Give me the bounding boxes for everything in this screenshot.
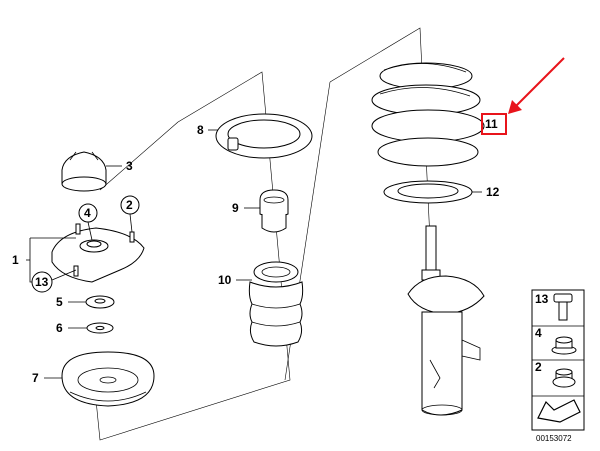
highlight-box-11: [481, 113, 507, 135]
direction-arrow-icon: [537, 399, 581, 423]
part-strut-assembly: [407, 225, 485, 416]
fastener-legend: 13 4 2: [531, 289, 585, 431]
part-cap: [61, 151, 107, 192]
part-washer: [86, 322, 114, 334]
callout-6: 6: [56, 321, 63, 335]
leader-2: [129, 213, 133, 233]
part-spring-seat-dish: [61, 351, 155, 407]
part-lower-spring-pad: [383, 180, 473, 204]
callout-12: 12: [486, 185, 500, 199]
callout-3: 3: [126, 159, 133, 173]
part-coil-spring: [371, 62, 485, 167]
legend-label-4: 4: [535, 326, 542, 340]
callout-11: 11: [485, 117, 498, 131]
callout-4: 4: [84, 206, 91, 220]
callout-circle-13-left: [31, 271, 53, 293]
legend-label-2: 2: [535, 360, 542, 374]
part-strut-mount: [51, 223, 145, 283]
assembly-outline-middle: [95, 71, 291, 441]
catalog-number: 00153072: [536, 434, 572, 443]
leader-13: [51, 269, 77, 281]
part-upper-spring-pad: [215, 113, 313, 159]
callout-10: 10: [218, 273, 232, 287]
flange-nut-icon: [551, 336, 577, 355]
highlight-arrow: [508, 57, 565, 114]
callout-5: 5: [56, 295, 63, 309]
callout-8: 8: [197, 123, 204, 137]
callout-13-left: 13: [35, 275, 49, 289]
callout-1: 1: [12, 253, 19, 267]
callout-9: 9: [232, 201, 239, 215]
callout-2: 2: [126, 198, 133, 212]
part-bump-stop: [259, 189, 289, 233]
callout-7: 7: [32, 371, 39, 385]
part-bearing: [85, 295, 115, 309]
part-dust-boot: [248, 261, 304, 347]
bolt-icon: [553, 293, 573, 321]
hex-nut-icon: [552, 368, 576, 388]
legend-label-13: 13: [535, 292, 549, 306]
leader-4: [87, 221, 93, 241]
